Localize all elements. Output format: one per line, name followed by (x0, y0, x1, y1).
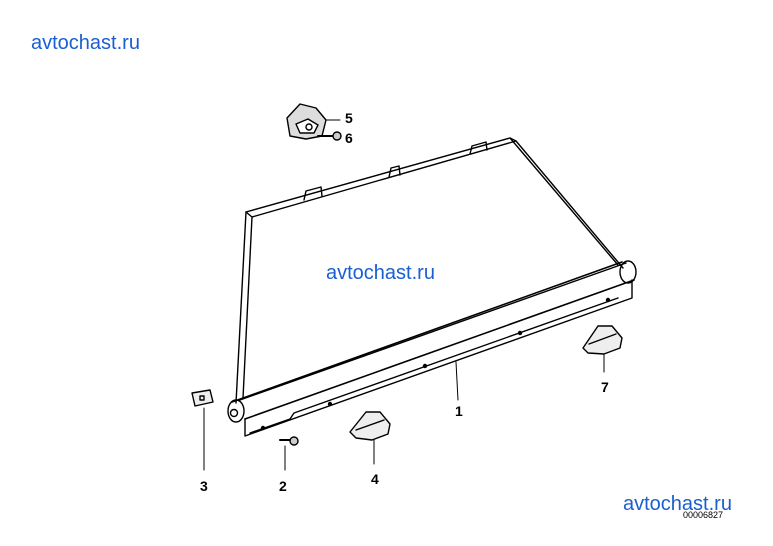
watermark-top-left: avtochast.ru (31, 32, 140, 54)
holder-part-7 (582, 325, 623, 373)
callout-3: 3 (200, 478, 208, 494)
screw-part-6 (317, 131, 342, 141)
holder-part-4 (349, 411, 391, 465)
clip-part-3 (191, 389, 214, 471)
callout-1: 1 (455, 403, 463, 419)
callout-6: 6 (345, 130, 353, 146)
callout-2: 2 (279, 478, 287, 494)
document-number: 00006827 (683, 510, 724, 520)
watermark-center: avtochast.ru (326, 262, 435, 284)
roller-blind-part-1 (227, 137, 637, 437)
callout-7: 7 (601, 379, 609, 395)
screw-part-2 (279, 436, 299, 471)
callout-4: 4 (371, 471, 379, 487)
bracket-part-5 (286, 103, 341, 140)
callout-5: 5 (345, 110, 353, 126)
watermark-bottom-right: avtochast.ru (623, 493, 732, 515)
